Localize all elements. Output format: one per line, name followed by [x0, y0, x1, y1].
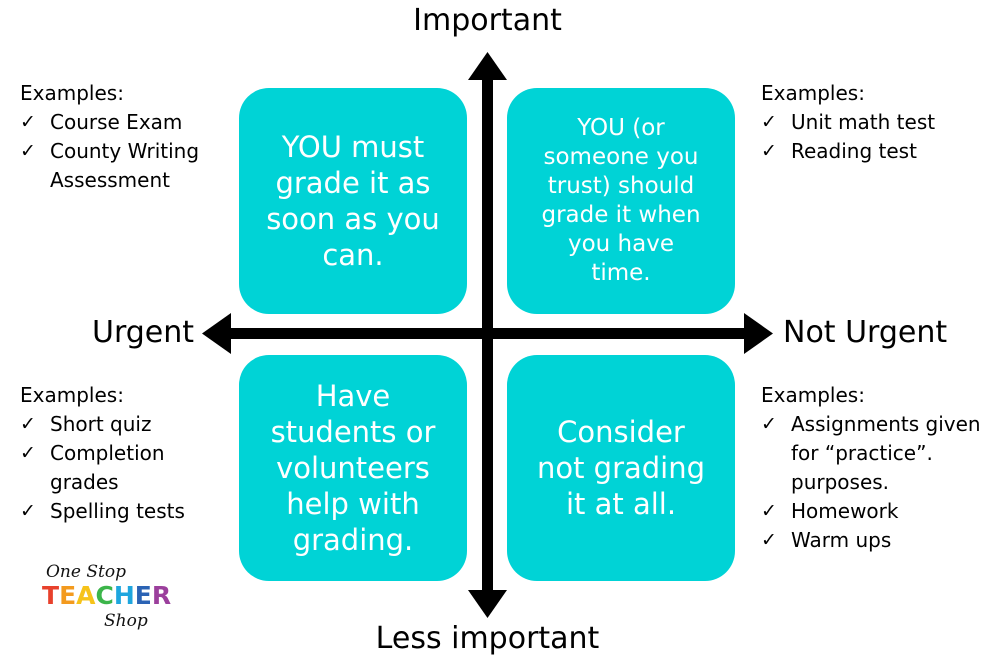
example-item: ✓ Reading test: [761, 137, 1001, 166]
one-stop-teacher-shop-logo: One Stop TEACHER Shop: [40, 562, 190, 642]
quadrant-line: grade it as: [275, 166, 431, 200]
logo-letter: R: [151, 581, 172, 610]
axis-label-less-important: Less important: [375, 621, 600, 656]
example-item-line: Warm ups: [791, 528, 892, 552]
logo-letter: A: [76, 581, 96, 610]
logo-letter: E: [59, 581, 77, 610]
quadrant-line: YOU (or: [577, 115, 665, 141]
quadrant-line: grading.: [292, 523, 414, 557]
quadrant-text: YOU (or someone you trust) should grade it …: [541, 114, 700, 288]
example-item-line: Spelling tests: [50, 499, 185, 523]
quadrant-line: someone you: [543, 144, 699, 170]
quadrant-line: not grading: [536, 451, 706, 485]
quadrant-line: time.: [591, 260, 651, 286]
quadrant-line: can.: [322, 238, 384, 272]
quadrant-line: YOU must: [281, 130, 425, 164]
example-item: ✓ Spelling tests: [20, 497, 235, 526]
example-item-line: Completion: [50, 441, 165, 465]
check-mark-icon: ✓: [761, 413, 777, 435]
check-mark-icon: ✓: [20, 500, 36, 522]
logo-letter: T: [42, 581, 60, 610]
examples-less-important-not-urgent: Examples: ✓ Assignments given for “practic…: [761, 381, 1005, 555]
example-item: ✓ Course Exam: [20, 108, 235, 137]
examples-list: ✓ Assignments given for “practice”. purpose…: [761, 410, 1005, 555]
example-item-line: grades: [50, 470, 119, 494]
example-item-line: Homework: [791, 499, 899, 523]
quadrant-line: it at all.: [565, 487, 677, 521]
quadrant-line: grade it when: [541, 202, 701, 228]
quadrant-line: students or: [270, 415, 436, 449]
quadrant-line: volunteers: [276, 451, 430, 485]
example-item-line: Unit math test: [791, 110, 936, 134]
example-item-line: Assessment: [50, 168, 170, 192]
right-arrow-head: [744, 313, 773, 354]
axis-label-not-urgent: Not Urgent: [783, 315, 948, 350]
examples-list: ✓ Unit math test ✓ Reading test: [761, 108, 1001, 166]
examples-less-important-urgent: Examples: ✓ Short quiz ✓ Completion grades ✓ S…: [20, 381, 235, 526]
check-mark-icon: ✓: [761, 529, 777, 551]
example-item: ✓ Completion grades: [20, 439, 235, 497]
logo-main-word: TEACHER: [42, 583, 171, 608]
check-mark-icon: ✓: [20, 111, 36, 133]
logo-script-top: One Stop: [46, 562, 126, 582]
horizontal-axis: [222, 328, 754, 339]
examples-title: Examples:: [20, 383, 124, 407]
example-item: ✓ Assignments given for “practice”. purpose…: [761, 410, 1005, 497]
quadrant-line: trust) should: [547, 173, 695, 199]
axis-label-important: Important: [413, 3, 562, 38]
left-arrow-head: [202, 313, 231, 354]
check-mark-icon: ✓: [20, 442, 36, 464]
examples-title: Examples:: [20, 81, 124, 105]
down-arrow-head: [468, 590, 507, 618]
quadrant-line: soon as you: [266, 202, 440, 236]
example-item-line: Reading test: [791, 139, 917, 163]
logo-letter: H: [113, 581, 135, 610]
check-mark-icon: ✓: [761, 111, 777, 133]
logo-letter: E: [134, 581, 152, 610]
example-item-line: County Writing: [50, 139, 200, 163]
quadrant-line: you have: [567, 231, 674, 257]
example-item-line: for “practice”.: [791, 441, 933, 465]
quadrant-line: Have: [315, 379, 391, 413]
example-item: ✓ Homework: [761, 497, 1005, 526]
example-item: ✓ Unit math test: [761, 108, 1001, 137]
examples-title: Examples:: [761, 383, 865, 407]
examples-title: Examples:: [761, 81, 865, 105]
check-mark-icon: ✓: [20, 413, 36, 435]
example-item-line: Short quiz: [50, 412, 152, 436]
logo-letter: C: [95, 581, 114, 610]
axis-label-urgent: Urgent: [92, 315, 195, 350]
example-item-line: purposes.: [791, 470, 890, 494]
quadrant-important-not-urgent: YOU (or someone you trust) should grade it …: [507, 88, 735, 314]
quadrant-line: help with: [286, 487, 420, 521]
check-mark-icon: ✓: [761, 140, 777, 162]
example-item: ✓ Warm ups: [761, 526, 1005, 555]
example-item-line: Assignments given: [791, 412, 981, 436]
example-item: ✓ Short quiz: [20, 410, 235, 439]
up-arrow-head: [468, 52, 507, 80]
check-mark-icon: ✓: [761, 500, 777, 522]
examples-list: ✓ Short quiz ✓ Completion grades ✓ Spelling te…: [20, 410, 235, 526]
example-item-line: Course Exam: [50, 110, 183, 134]
check-mark-icon: ✓: [20, 140, 36, 162]
quadrant-line: Consider: [557, 415, 685, 449]
examples-important-not-urgent: Examples: ✓ Unit math test ✓ Reading test: [761, 79, 1001, 166]
logo-script-bottom: Shop: [104, 611, 148, 631]
